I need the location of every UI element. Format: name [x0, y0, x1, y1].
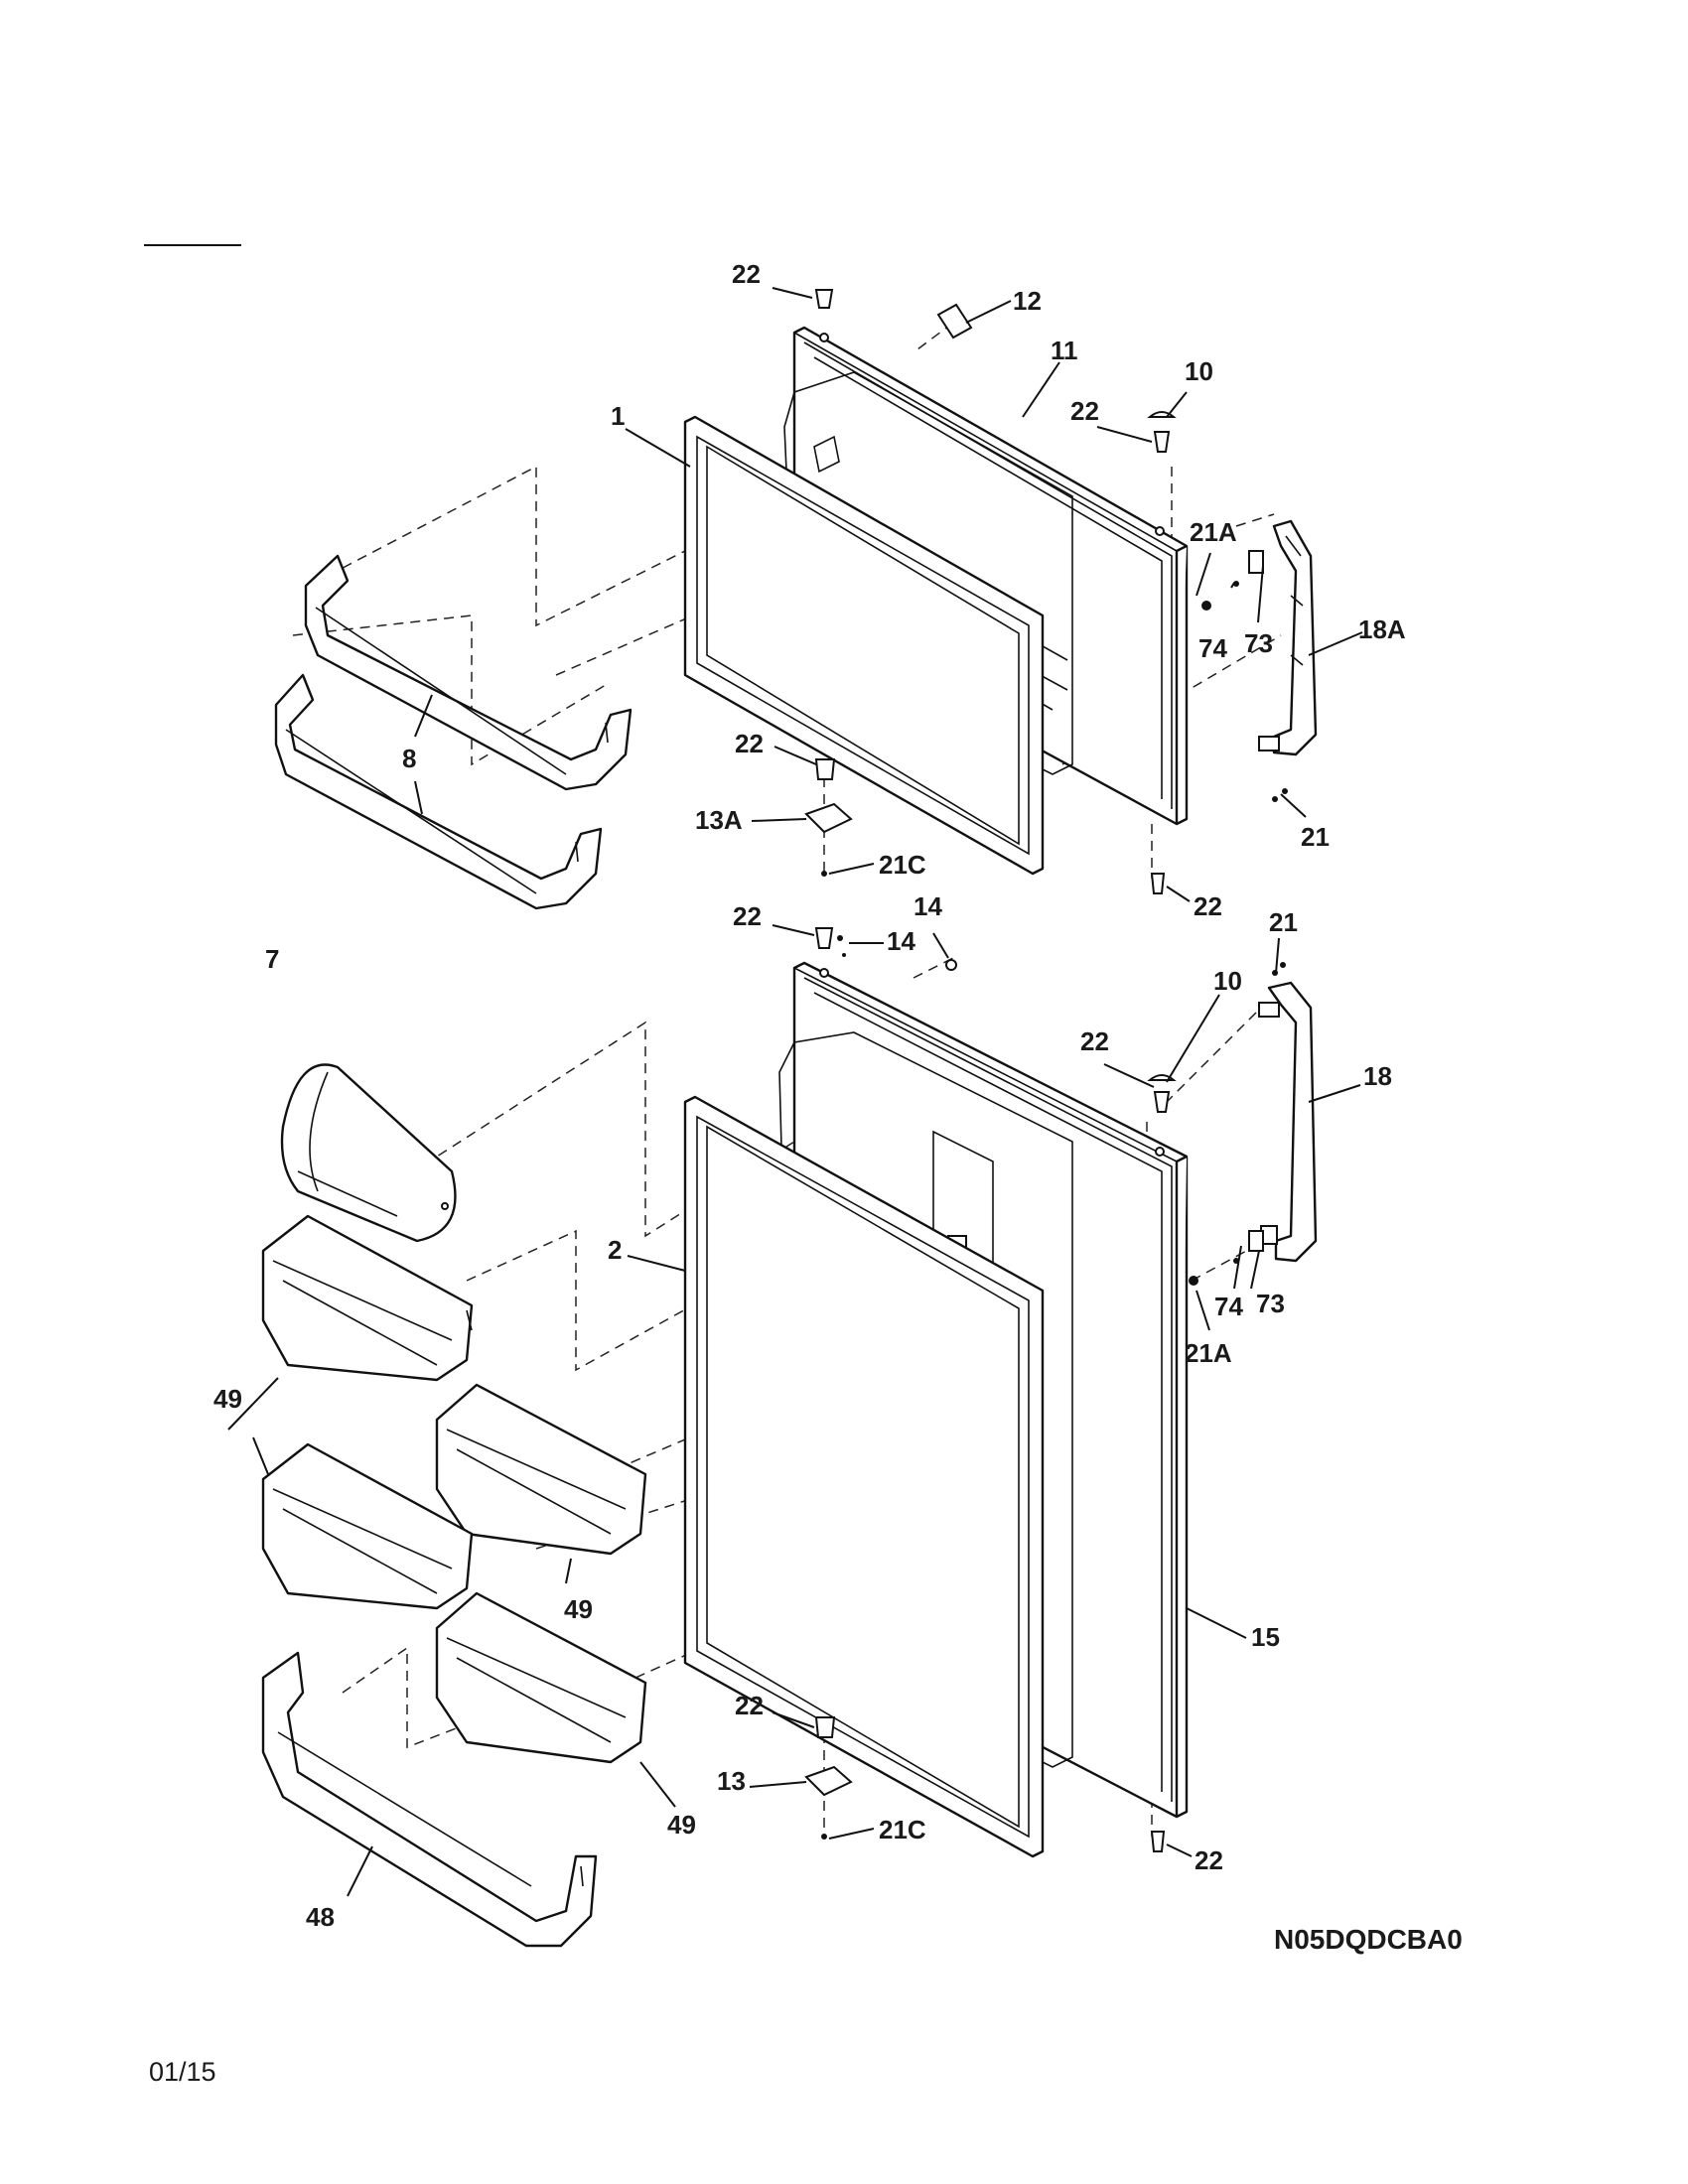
door-bin-49-d [435, 1591, 647, 1764]
bottom-door-shelf-48 [261, 1651, 598, 1948]
callout-49: 49 [564, 1594, 593, 1624]
page-number: 01/15 [149, 2057, 216, 2087]
callout-18: 18 [1363, 1061, 1392, 1091]
callout-21C: 21C [879, 850, 926, 880]
callout-15: 15 [1251, 1622, 1280, 1652]
callout-49: 49 [667, 1810, 696, 1840]
fresh-food-door-gasket-2 [683, 1095, 1045, 1858]
door-bin-49-c [261, 1442, 474, 1610]
callout-18A: 18A [1358, 614, 1406, 644]
callout-8: 8 [402, 744, 416, 773]
dairy-door-7 [280, 1063, 457, 1243]
callout-48: 48 [306, 1902, 335, 1932]
door-shelf-8-lower [274, 673, 603, 910]
freezer-hardware [804, 289, 1288, 894]
callout-22: 22 [1070, 396, 1099, 426]
callout-22: 22 [735, 729, 764, 758]
callout-73: 73 [1244, 628, 1273, 658]
diagram-code: N05DQDCBA0 [1274, 1924, 1463, 1955]
callout-13: 13 [717, 1766, 746, 1796]
callout-21A: 21A [1185, 1338, 1232, 1368]
door-shelf-8-upper [304, 554, 633, 791]
callout-22: 22 [1080, 1026, 1109, 1056]
callout-7: 7 [265, 944, 279, 974]
callout-21A: 21A [1190, 517, 1237, 547]
callout-74: 74 [1214, 1292, 1243, 1321]
callout-22: 22 [735, 1691, 764, 1720]
leader-lines [227, 287, 1363, 1897]
callout-74: 74 [1198, 633, 1227, 663]
freezer-handle-18A [1258, 519, 1318, 756]
callout-10: 10 [1213, 966, 1242, 996]
callout-13A: 13A [695, 805, 743, 835]
callout-21C: 21C [879, 1815, 926, 1844]
callout-22: 22 [1195, 1845, 1223, 1875]
callout-1: 1 [611, 401, 625, 431]
callout-22: 22 [1194, 891, 1222, 921]
callout-11: 11 [1051, 336, 1078, 365]
callout-49: 49 [213, 1384, 242, 1414]
fresh-food-hardware [804, 927, 1286, 1852]
callout-10: 10 [1185, 356, 1213, 386]
door-bin-49-a [261, 1214, 474, 1382]
door-bin-49-b [435, 1383, 647, 1556]
callout-14: 14 [914, 891, 942, 921]
callout-22: 22 [733, 901, 762, 931]
callout-12: 12 [1013, 286, 1042, 316]
callout-labels: 22 12 11 10 22 1 21A 74 73 18A 8 22 13A … [213, 259, 1406, 1932]
callout-73: 73 [1256, 1289, 1285, 1318]
callout-21: 21 [1301, 822, 1330, 852]
callout-14: 14 [887, 926, 915, 956]
fresh-food-handle-18 [1258, 981, 1318, 1263]
callout-22: 22 [732, 259, 761, 289]
callout-2: 2 [608, 1235, 622, 1265]
freezer-door-gasket-1 [683, 415, 1045, 876]
callout-21: 21 [1269, 907, 1298, 937]
